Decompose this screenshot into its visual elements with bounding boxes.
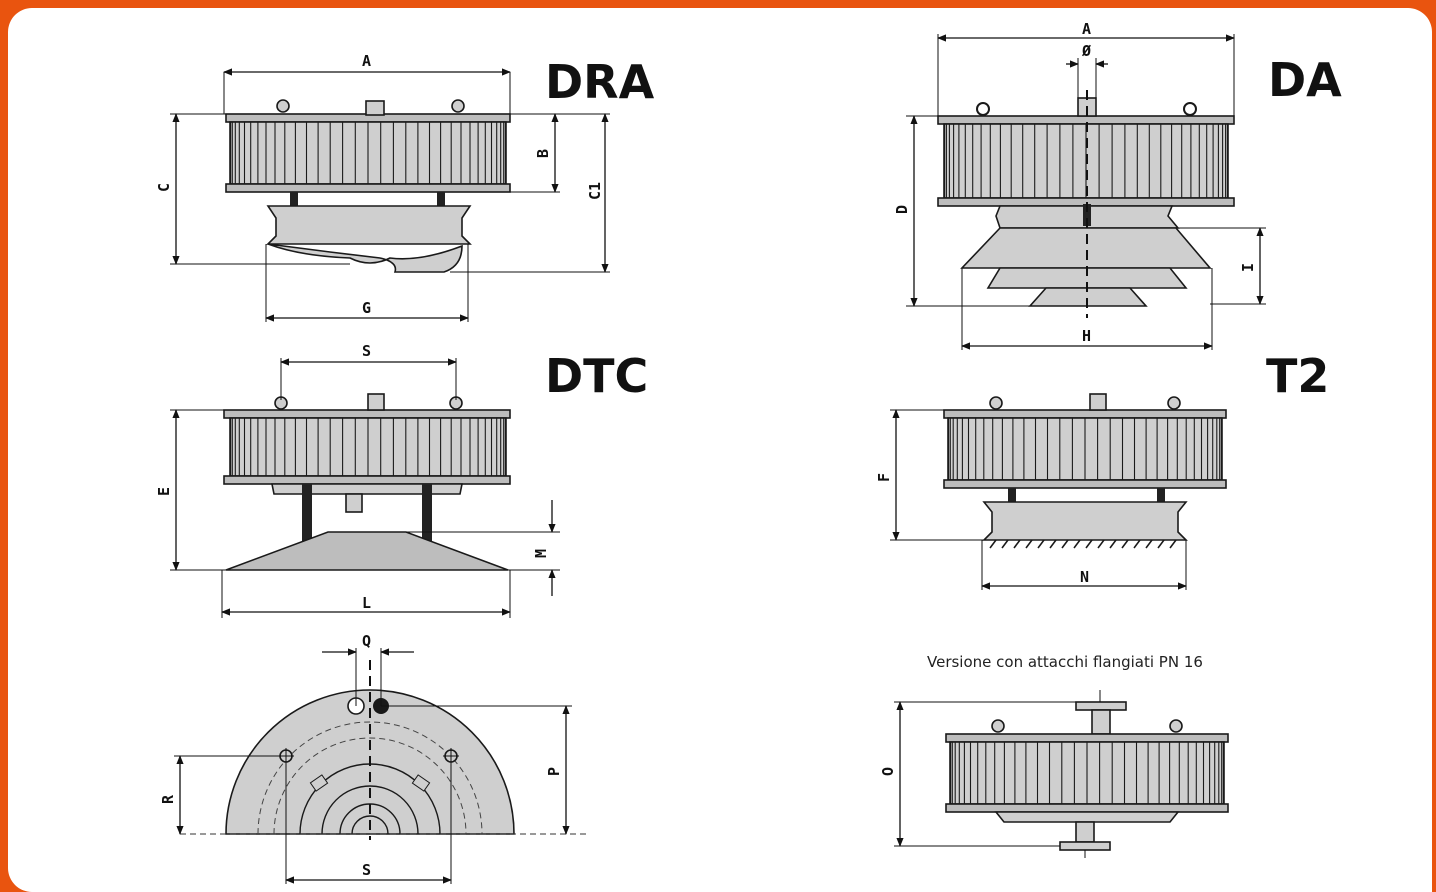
plan-dim-p: P: [545, 767, 563, 776]
dtc-dim-l: L: [362, 594, 371, 612]
flanged-dim-o: O: [879, 767, 897, 776]
dtc-dim-e: E: [155, 487, 173, 496]
t2-drawing: T2 F N: [875, 349, 1329, 590]
t2-dim-n: N: [1080, 568, 1089, 586]
da-dim-a: A: [1082, 20, 1091, 38]
dra-dim-c1: C1: [586, 182, 604, 200]
plan-dim-s: S: [362, 861, 371, 879]
dtc-dim-m: M: [532, 549, 550, 558]
dra-drawing: DRA A B C C1 G: [155, 52, 655, 322]
dra-dim-b: B: [534, 149, 552, 158]
plan-dim-r: R: [159, 794, 177, 804]
plan-dim-q: Q: [362, 632, 371, 650]
da-drawing: DA A Ø D I H: [893, 20, 1342, 350]
plan-view-drawing: Q P R S: [159, 632, 590, 884]
da-title: DA: [1268, 53, 1342, 107]
da-dim-d: D: [893, 205, 911, 214]
dtc-dim-s: S: [362, 342, 371, 360]
da-dim-i: I: [1239, 263, 1257, 272]
da-dim-h: H: [1082, 327, 1091, 345]
dra-dim-a: A: [362, 52, 371, 70]
dtc-drawing: DTC S E M L: [155, 342, 648, 618]
dtc-title: DTC: [545, 349, 648, 403]
da-dim-phi: Ø: [1081, 42, 1091, 60]
dra-dim-g: G: [362, 299, 371, 317]
flanged-version-note: Versione con attacchi flangiati PN 16: [927, 653, 1203, 671]
t2-vanes: [989, 539, 1177, 549]
flanged-version-drawing: Versione con attacchi flangiati PN 16 O: [879, 653, 1229, 858]
t2-dim-f: F: [875, 473, 893, 482]
dra-title: DRA: [545, 55, 655, 109]
t2-title: T2: [1266, 349, 1329, 403]
dra-dim-c: C: [155, 183, 173, 192]
